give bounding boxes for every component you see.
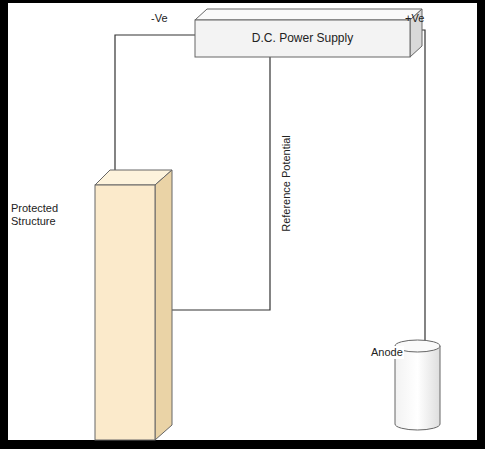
power-supply-box: D.C. Power Supply — [195, 20, 410, 57]
node-label: D.C. Power Supply — [195, 20, 410, 45]
polarity-label: +Ve — [405, 12, 424, 25]
wire — [115, 35, 195, 170]
wire — [410, 30, 425, 342]
edge-label: Reference Potential — [280, 135, 293, 232]
node-label: Protected Structure — [11, 202, 81, 228]
protected-structure: Protected Structure — [95, 170, 172, 440]
wire — [172, 57, 270, 310]
anode-cylinder: Anode — [368, 340, 443, 432]
structure-3d — [95, 170, 172, 440]
polarity-label: -Ve — [151, 12, 168, 25]
node-label: Anode — [370, 346, 404, 359]
